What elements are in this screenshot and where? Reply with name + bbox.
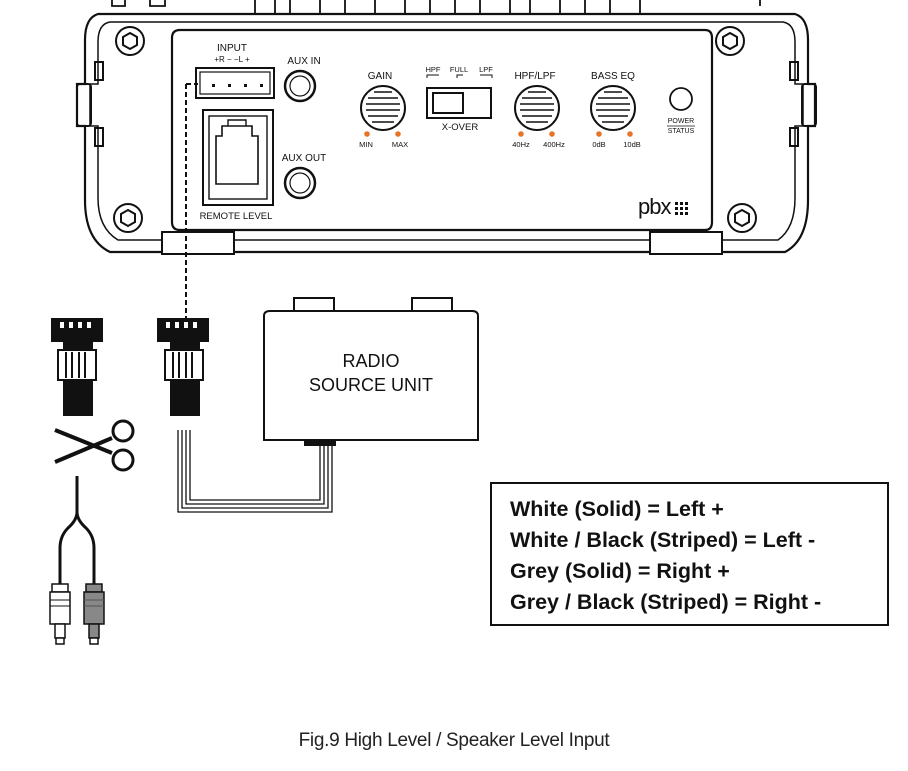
power-label: POWER — [668, 118, 694, 125]
hpf-lpf-label: HPF/LPF — [514, 71, 555, 82]
gain-min-label: MIN — [359, 140, 373, 149]
radio-source-unit — [263, 297, 479, 446]
bass-eq-label: BASS EQ — [591, 71, 635, 82]
source-unit-line1: RADIO — [342, 351, 399, 371]
speaker-wire-harness — [177, 430, 333, 513]
aux-out-jack[interactable] — [283, 166, 317, 200]
gain-knob[interactable] — [360, 85, 406, 131]
gain-min-indicator — [364, 131, 370, 137]
bass-eq-low-indicator — [596, 131, 602, 137]
rca-grey-plug-icon — [83, 583, 105, 645]
hpf-lpf-low-label: 40Hz — [512, 140, 530, 149]
power-status-led — [669, 87, 693, 111]
hpf-lpf-high-indicator — [549, 131, 555, 137]
remote-level-port[interactable] — [202, 109, 274, 206]
legend-item: Grey / Black (Striped) = Right - — [510, 590, 822, 614]
gain-max-indicator — [395, 131, 401, 137]
bass-eq-high-label: 10dB — [623, 140, 641, 149]
source-unit-line2: SOURCE UNIT — [309, 375, 433, 395]
aux-in-jack[interactable] — [283, 69, 317, 103]
logo-dots-icon — [675, 202, 688, 215]
legend-item: White (Solid) = Left + — [510, 497, 724, 521]
remote-level-label: REMOTE LEVEL — [200, 211, 273, 222]
status-label: STATUS — [668, 128, 695, 135]
rca-split-cable — [58, 476, 96, 584]
gain-max-label: MAX — [392, 140, 408, 149]
xover-label: X-OVER — [442, 122, 479, 133]
wire-color-legend: White (Solid) = Left + White / Black (St… — [490, 482, 889, 626]
bass-eq-knob[interactable] — [590, 85, 636, 131]
cut-plug — [51, 318, 103, 416]
input-pins-label: +R − −L + — [214, 55, 250, 64]
bass-eq-low-label: 0dB — [592, 140, 605, 149]
aux-out-label: AUX OUT — [282, 153, 326, 164]
input-connector[interactable]: INPUT +R − −L + — [195, 43, 275, 99]
legend-item: Grey (Solid) = Right + — [510, 559, 730, 583]
hpf-lpf-high-label: 400Hz — [543, 140, 565, 149]
hpf-lpf-low-indicator — [518, 131, 524, 137]
figure-caption: Fig.9 High Level / Speaker Level Input — [298, 730, 610, 751]
harness-plug — [157, 318, 209, 416]
hpf-lpf-knob[interactable] — [514, 85, 560, 131]
amplifier — [75, 0, 817, 255]
gain-label: GAIN — [368, 71, 392, 82]
rca-white-plug-icon — [49, 583, 71, 645]
bass-eq-high-indicator — [627, 131, 633, 137]
input-label: INPUT — [217, 43, 247, 54]
xover-hpf-label: HPF — [426, 65, 441, 74]
brand-logo: pbx — [638, 194, 671, 219]
legend-item: White / Black (Striped) = Left - — [510, 528, 816, 552]
xover-full-label: FULL — [450, 65, 468, 74]
aux-in-label: AUX IN — [287, 56, 320, 67]
scissors-icon — [54, 419, 135, 472]
xover-lpf-label: LPF — [479, 65, 493, 74]
xover-switch[interactable] — [426, 87, 492, 119]
bolt-icon — [113, 26, 757, 233]
